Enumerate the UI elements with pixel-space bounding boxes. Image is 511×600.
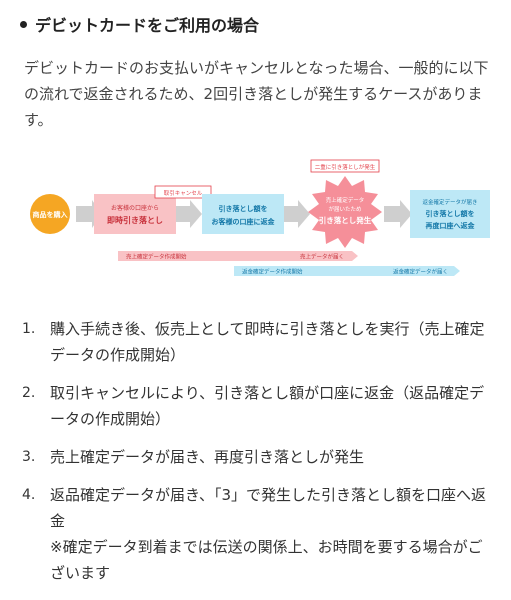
re-refund-box-line1: 返金確定データが届き (422, 198, 477, 206)
step-number: 1. (22, 321, 36, 337)
sales-bar-end: 売上データが届く (300, 253, 344, 261)
start-label: 商品を購入 (33, 210, 68, 219)
re-refund-box-line2: 引き落とし額を (426, 209, 475, 218)
debit-box-line2: 即時引き落とし (107, 215, 163, 225)
intro-paragraph: デビットカードのお支払いがキャンセルとなった場合、一般的に以下の流れで返金される… (24, 59, 489, 129)
starburst-line3: 引き落とし発生 (319, 215, 372, 225)
refund-box-line1: 引き落とし額を (219, 204, 268, 213)
step-item: 2. 取引キャンセルにより、引き落とし額が口座に返金（返品確定データの作成開始） (22, 380, 492, 432)
step-number: 3. (22, 449, 36, 465)
flow-arrow (279, 200, 310, 228)
re-refund-box (410, 190, 490, 238)
refund-flow-diagram: 商品を購入 お客様の口座から 即時引き落とし 取引キャンセル 引き落とし額を お… (22, 150, 492, 290)
cancel-tag-label: 取引キャンセル (164, 189, 203, 197)
step-text: 取引キャンセルにより、引き落とし額が口座に返金（返品確定データの作成開始） (50, 384, 485, 428)
purchase-circle (30, 194, 70, 234)
flow-arrow (170, 200, 202, 228)
refund-box-line2: お客様の口座に返金 (212, 217, 276, 226)
re-refund-box-line3: 再度口座へ返金 (426, 221, 476, 230)
step-item: 1. 購入手続き後、仮売上として即時に引き落としを実行（売上確定データの作成開始… (22, 316, 492, 368)
step-item: 4. 返品確定データが届き、「3」で発生した引き落とし額を口座へ返金 ※確定デー… (22, 482, 492, 586)
flow-arrow (384, 200, 412, 228)
sales-bar-start: 売上確定データ作成開始 (126, 253, 187, 261)
debit-box-line1: お客様の口座から (111, 204, 159, 212)
step-text: 購入手続き後、仮売上として即時に引き落としを実行（売上確定データの作成開始） (50, 320, 485, 364)
step-text: 返品確定データが届き、「3」で発生した引き落とし額を口座へ返金 (50, 486, 486, 530)
debit-box (94, 194, 176, 234)
charge-starburst (308, 176, 382, 248)
step-item: 3. 売上確定データが届き、再度引き落としが発生 (22, 444, 492, 470)
sales-data-bar (118, 251, 358, 261)
refund-bar-end: 返金確定データが届く (393, 268, 448, 276)
double-charge-tag-label: 二重に引き落としが発生 (315, 163, 376, 171)
steps-list: 1. 購入手続き後、仮売上として即時に引き落としを実行（売上確定データの作成開始… (22, 316, 492, 598)
step-number: 4. (22, 487, 36, 503)
refund-data-bar (234, 266, 460, 276)
refund-box (202, 194, 284, 234)
starburst-line1: 売上確定データ (326, 196, 365, 204)
step-number: 2. (22, 385, 36, 401)
step-text: 売上確定データが届き、再度引き落としが発生 (50, 448, 364, 466)
heading-text: デビットカードをご利用の場合 (35, 16, 260, 35)
starburst-line2: が届いたため (328, 205, 361, 213)
double-charge-tag (310, 159, 380, 173)
cancel-tag (154, 185, 212, 199)
section-heading: デビットカードをご利用の場合 (20, 12, 259, 36)
refund-bar-start: 返金確定データ作成開始 (242, 268, 303, 276)
bullet-icon (20, 20, 27, 28)
step-note: ※確定データ到着までは伝送の関係上、お時間を要する場合がございます (50, 538, 483, 582)
